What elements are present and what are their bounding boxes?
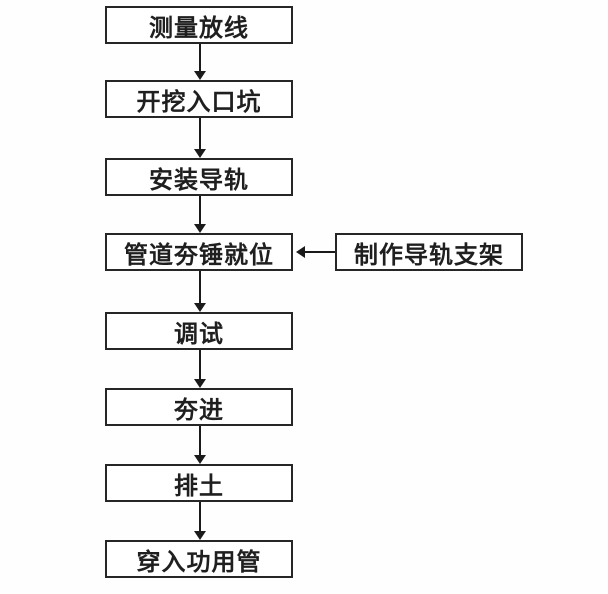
- arrow-line: [199, 350, 201, 380]
- flow-node-debugging: 调试: [105, 312, 293, 350]
- left-arrow-side: [296, 246, 335, 258]
- flow-node-insert-utility-pipe: 穿入功用管: [105, 540, 293, 578]
- arrow-head-down-icon: [194, 303, 206, 312]
- arrow-line: [304, 251, 335, 253]
- down-arrow-5: [194, 350, 206, 388]
- arrow-line: [199, 196, 201, 225]
- arrow-line: [199, 502, 201, 532]
- down-arrow-3: [194, 196, 206, 233]
- arrow-head-down-icon: [194, 379, 206, 388]
- flow-node-hammer-in-position: 管道夯锤就位: [105, 233, 293, 271]
- flow-node-ramming: 夯进: [105, 388, 293, 426]
- flow-node-survey-layout: 测量放线: [105, 6, 293, 44]
- flow-node-install-guide-rail: 安装导轨: [105, 158, 293, 196]
- flow-node-excavate-entry-pit: 开挖入口坑: [105, 80, 293, 118]
- down-arrow-1: [194, 44, 206, 80]
- arrow-head-down-icon: [194, 531, 206, 540]
- down-arrow-4: [194, 271, 206, 312]
- arrow-line: [199, 271, 201, 304]
- arrow-line: [199, 44, 201, 72]
- arrow-line: [199, 118, 201, 150]
- arrow-head-left-icon: [296, 246, 305, 258]
- flow-node-make-guide-rail-bracket: 制作导轨支架: [335, 233, 523, 271]
- arrow-line: [199, 426, 201, 456]
- flow-node-soil-removal: 排土: [105, 464, 293, 502]
- down-arrow-6: [194, 426, 206, 464]
- arrow-head-down-icon: [194, 149, 206, 158]
- arrow-head-down-icon: [194, 224, 206, 233]
- arrow-head-down-icon: [194, 455, 206, 464]
- down-arrow-7: [194, 502, 206, 540]
- down-arrow-2: [194, 118, 206, 158]
- arrow-head-down-icon: [194, 71, 206, 80]
